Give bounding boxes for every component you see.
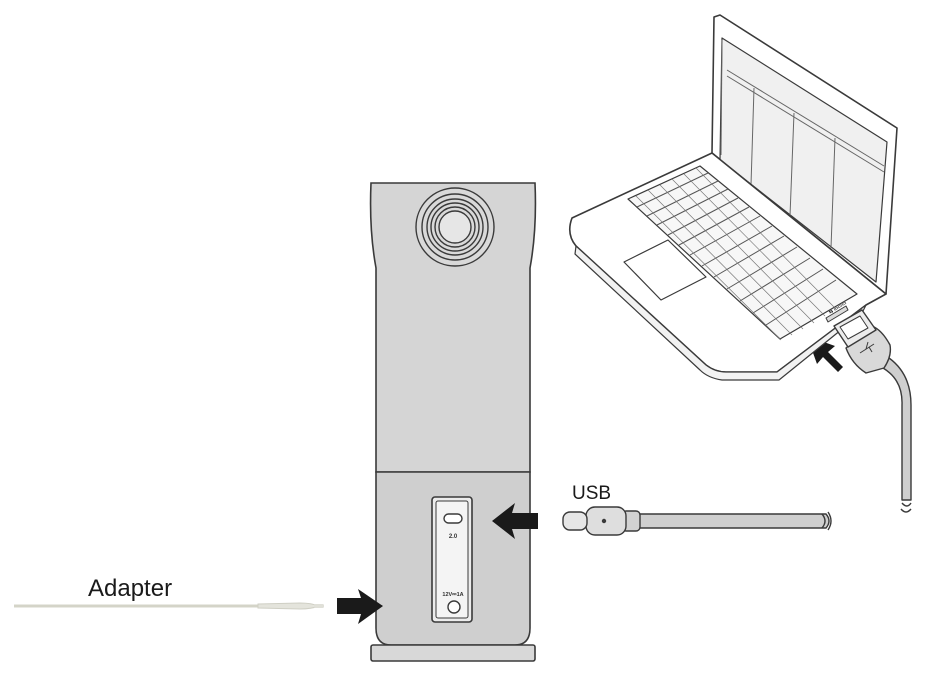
device — [369, 182, 537, 662]
laptop-usb-port[interactable] — [825, 305, 849, 323]
usb-a-cable — [833, 309, 912, 513]
laptop-keyboard — [627, 165, 858, 340]
camera-lens — [415, 187, 495, 267]
power-port[interactable] — [447, 600, 461, 614]
arrow-right-icon — [337, 589, 383, 624]
usb-c-port[interactable] — [443, 513, 463, 524]
adapter-cable — [14, 602, 324, 610]
laptop-touchpad — [623, 239, 707, 301]
usb-symbol-icon — [859, 341, 875, 354]
adapter-label: Adapter — [88, 575, 173, 602]
laptop — [568, 14, 898, 381]
arrow-right-icon — [492, 503, 538, 539]
device-base — [370, 644, 536, 662]
usb-port-label: 2.0 — [449, 534, 458, 540]
port-panel-inner — [435, 500, 469, 619]
usb-label: USB — [572, 483, 612, 504]
power-port-label: 12V⎓1A — [442, 592, 463, 598]
usb-cable — [562, 506, 832, 536]
laptop-screen — [719, 37, 888, 283]
